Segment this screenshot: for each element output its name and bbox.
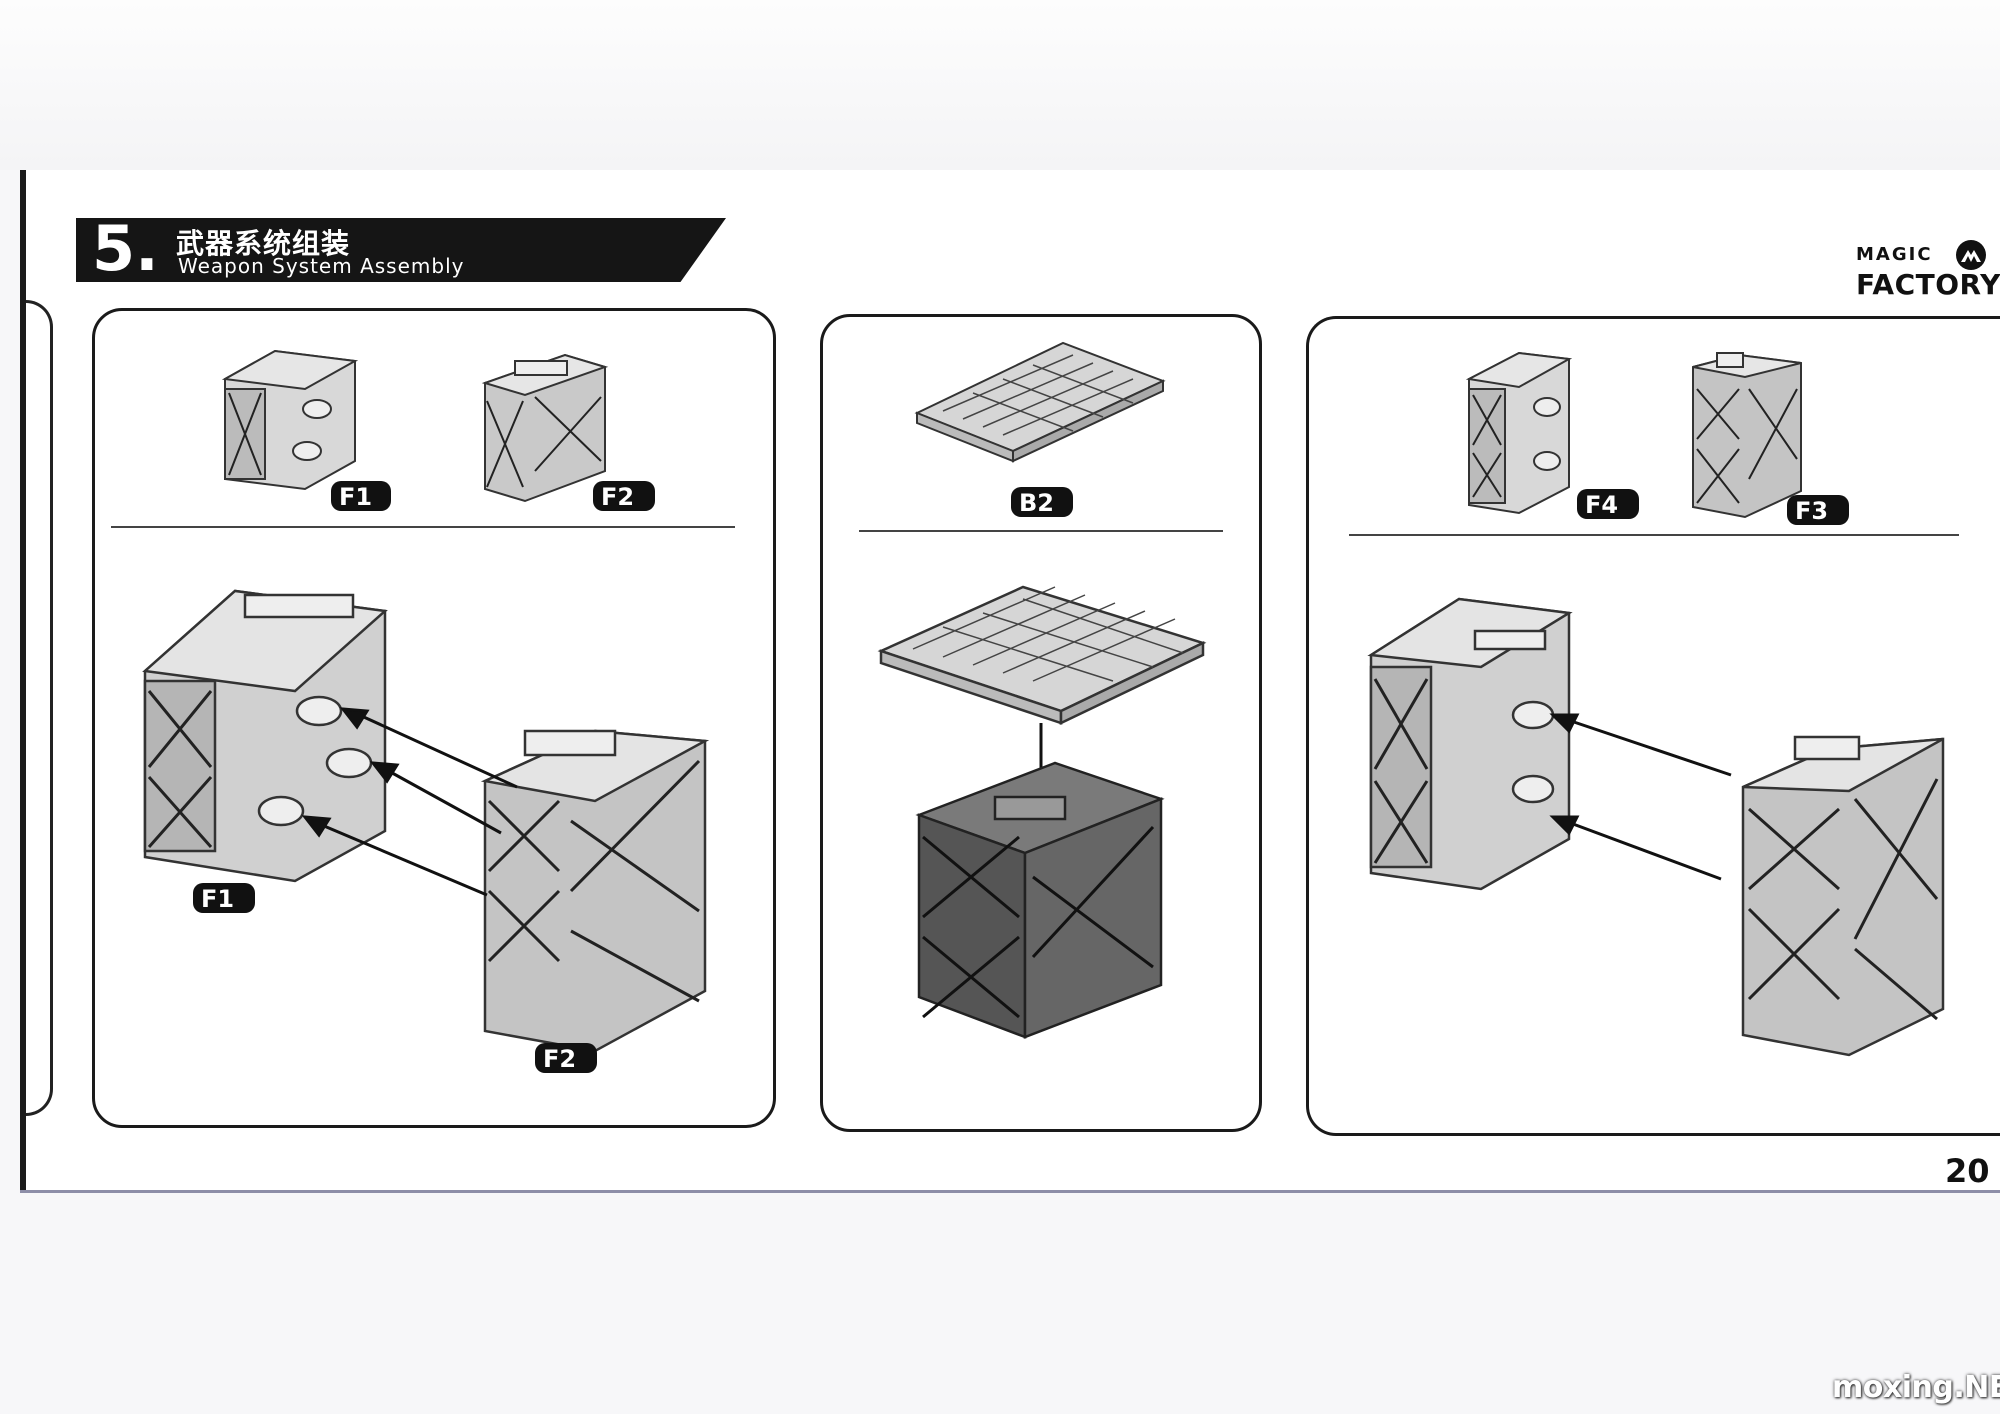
- step-header-band: [76, 218, 726, 282]
- panel-3-illustration: F4 F3: [1349, 351, 1959, 1057]
- insertion-arrows: [1549, 713, 1732, 881]
- scan-background: [0, 0, 2000, 170]
- part-label-f2: F2: [593, 481, 655, 511]
- svg-text:F1: F1: [339, 483, 372, 511]
- step-title-english: Weapon System Assembly: [178, 254, 465, 278]
- svg-text:F2: F2: [601, 483, 634, 511]
- mountain-logo-icon: [1956, 240, 1986, 270]
- page-number: 20: [1945, 1152, 1990, 1190]
- part-label-f2-large: F2: [535, 1043, 597, 1073]
- part-f1-assembly: [142, 589, 388, 883]
- watermark: moxing.NET: [1832, 1370, 2000, 1405]
- brand-line-2: FACTORY: [1856, 268, 2000, 301]
- part-f2-assembly: [480, 729, 710, 1053]
- assembly-panel-f3-f4: F4 F3: [1306, 316, 2000, 1136]
- svg-text:F3: F3: [1795, 497, 1828, 525]
- brand-line-1: MAGIC: [1856, 244, 1933, 265]
- panel-2-illustration: B2: [859, 341, 1223, 1039]
- part-b2-thumbnail: [914, 341, 1166, 463]
- page-edge: [20, 1190, 2000, 1193]
- part-f4-thumbnail: [1465, 351, 1573, 515]
- part-f4-assembly: [1367, 597, 1573, 891]
- assembly-panel-f1-f2: F1 F2 F1: [92, 308, 776, 1128]
- svg-text:F2: F2: [543, 1045, 576, 1073]
- svg-text:F4: F4: [1585, 491, 1618, 519]
- svg-text:F1: F1: [201, 885, 234, 913]
- part-f3-assembly: [1741, 735, 1945, 1057]
- part-label-f4: F4: [1577, 489, 1639, 519]
- panel-1-illustration: F1 F2 F1: [111, 349, 735, 1073]
- step-title-chinese: 武器系统组装: [176, 227, 351, 260]
- part-label-f1-large: F1: [193, 883, 255, 913]
- combined-block-assembly: [915, 761, 1165, 1039]
- brand-logo: MAGIC FACTORY: [1856, 238, 2000, 302]
- svg-text:B2: B2: [1019, 489, 1054, 517]
- assembly-panel-b2: B2: [820, 314, 1262, 1132]
- part-label-f1: F1: [331, 481, 391, 511]
- previous-page-edge: [26, 300, 53, 1116]
- insertion-arrows: [301, 707, 518, 897]
- part-label-f3: F3: [1787, 495, 1849, 525]
- part-f1-thumbnail: [221, 349, 359, 491]
- part-f3-thumbnail: [1692, 352, 1802, 519]
- part-label-b2: B2: [1011, 487, 1073, 517]
- part-b2-assembly: [877, 585, 1207, 725]
- part-f2-thumbnail: [481, 353, 609, 503]
- step-number: 5.: [92, 212, 159, 285]
